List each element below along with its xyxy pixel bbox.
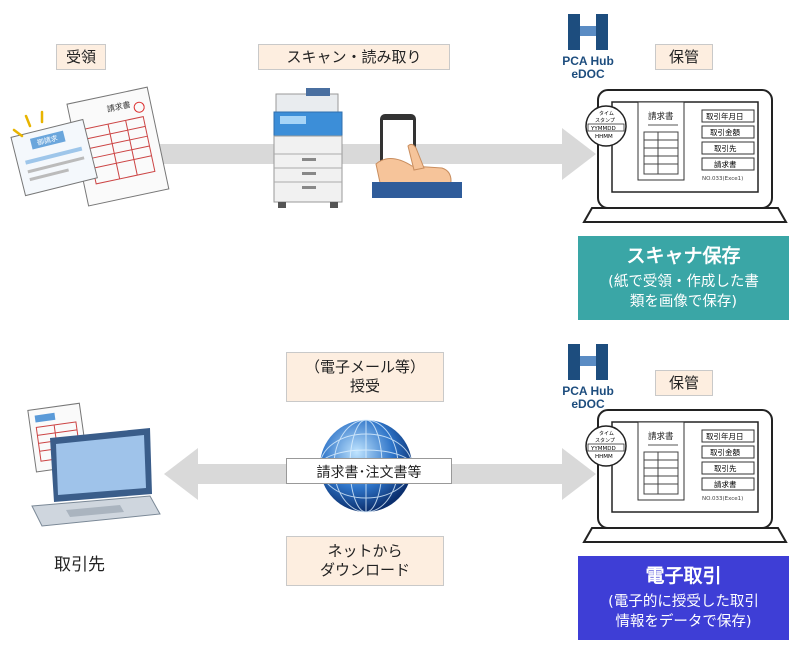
brand-logo-top: PCA Hub eDOC <box>548 12 628 81</box>
store-label-bottom-text: 保管 <box>668 373 699 392</box>
pca-hub-logo-icon-bottom <box>568 344 608 380</box>
monitor-bottom-field4: 請求書 <box>714 479 737 489</box>
electronic-transaction-desc-line1: (電子的に授受した取引 <box>608 594 759 610</box>
electronic-transaction-desc-line2: 情報をデータで保存) <box>615 614 752 630</box>
scan-label-text: スキャン・読み取り <box>286 47 422 66</box>
email-exchange-line2: 授受 <box>349 377 380 395</box>
brand-name-line2: eDOC <box>571 67 605 81</box>
stamp-line1: タイム <box>599 110 614 117</box>
electronic-transaction-title: 電子取引 <box>645 565 722 587</box>
monitor-bottom-field3: 取引先 <box>714 463 737 473</box>
brand-name-bottom-line2: eDOC <box>571 397 605 411</box>
brand-name-bottom-line1: PCA Hub <box>562 384 614 398</box>
pca-hub-logo-icon <box>568 14 608 50</box>
electronic-transaction-box: 電子取引 (電子的に授受した取引 情報をデータで保存) <box>578 556 789 640</box>
store-label-top-text: 保管 <box>668 47 699 66</box>
brand-name-line1: PCA Hub <box>562 54 614 68</box>
scanner-storage-box: スキャナ保存 (紙で受領・作成した書 類を画像で保存) <box>578 236 789 320</box>
laptop-illustration <box>27 402 161 527</box>
monitor-bottom-doc-no: NO.033(Exce1) <box>702 496 743 502</box>
download-label-line2: ダウンロード <box>319 561 410 579</box>
brand-logo-bottom: PCA Hub eDOC <box>548 342 628 411</box>
monitor-illustration-bottom: 請求書 取引年月日 取引金額 取引先 請求書 NO.033(Exce1) タイム… <box>582 409 788 543</box>
invoice-title-text: 請求書 <box>106 99 132 114</box>
store-label-top: 保管 <box>655 44 713 70</box>
email-exchange-line1: （電子メール等） <box>304 358 425 377</box>
stamp-bottom-line1: タイム <box>599 430 614 437</box>
monitor-field1: 取引年月日 <box>706 111 744 121</box>
monitor-doc-no: NO.033(Exce1) <box>702 176 743 182</box>
download-label-line1: ネットから <box>327 542 403 561</box>
partner-label: 取引先 <box>54 555 105 575</box>
download-label: ネットから ダウンロード <box>286 536 444 586</box>
scan-label: スキャン・読み取り <box>258 44 450 70</box>
stamp-bottom-line2: スタンプ <box>595 437 615 444</box>
stamp-line2: スタンプ <box>595 117 615 124</box>
receive-label: 受領 <box>56 44 106 70</box>
monitor-field4: 請求書 <box>714 159 737 169</box>
receive-label-text: 受領 <box>65 47 96 66</box>
monitor-bottom-field2: 取引金額 <box>710 447 740 457</box>
monitor-bottom-field1: 取引年月日 <box>706 431 744 441</box>
scanner-storage-desc-line2: 類を画像で保存) <box>629 294 738 310</box>
stamp-bottom-line3: YYMMDD <box>590 446 616 452</box>
printer-illustration <box>273 88 343 208</box>
store-label-bottom: 保管 <box>655 370 713 396</box>
documents-label-text: 請求書･注文書等 <box>316 465 422 481</box>
monitor-bottom-doc-title: 請求書 <box>648 431 674 442</box>
monitor-field3: 取引先 <box>714 143 737 153</box>
top-flow-arrow <box>160 128 596 180</box>
monitor-illustration-top: 請求書 取引年月日 取引金額 取引先 請求書 NO.033(Exce1) タイム… <box>582 89 788 223</box>
monitor-doc-title: 請求書 <box>648 111 674 122</box>
email-exchange-label: （電子メール等） 授受 <box>286 352 444 402</box>
stamp-line3: YYMMDD <box>590 126 616 132</box>
monitor-field2: 取引金額 <box>710 127 740 137</box>
documents-label: 請求書･注文書等 <box>286 458 452 484</box>
scanner-storage-desc-line1: (紙で受領・作成した書 <box>608 274 759 290</box>
scanner-storage-title: スキャナ保存 <box>626 245 741 267</box>
smartphone-illustration <box>372 114 462 198</box>
stamp-bottom-line4: HHMM <box>595 454 613 460</box>
paper-documents-illustration: 請求書 御請求 <box>10 86 170 207</box>
stamp-line4: HHMM <box>595 134 613 140</box>
